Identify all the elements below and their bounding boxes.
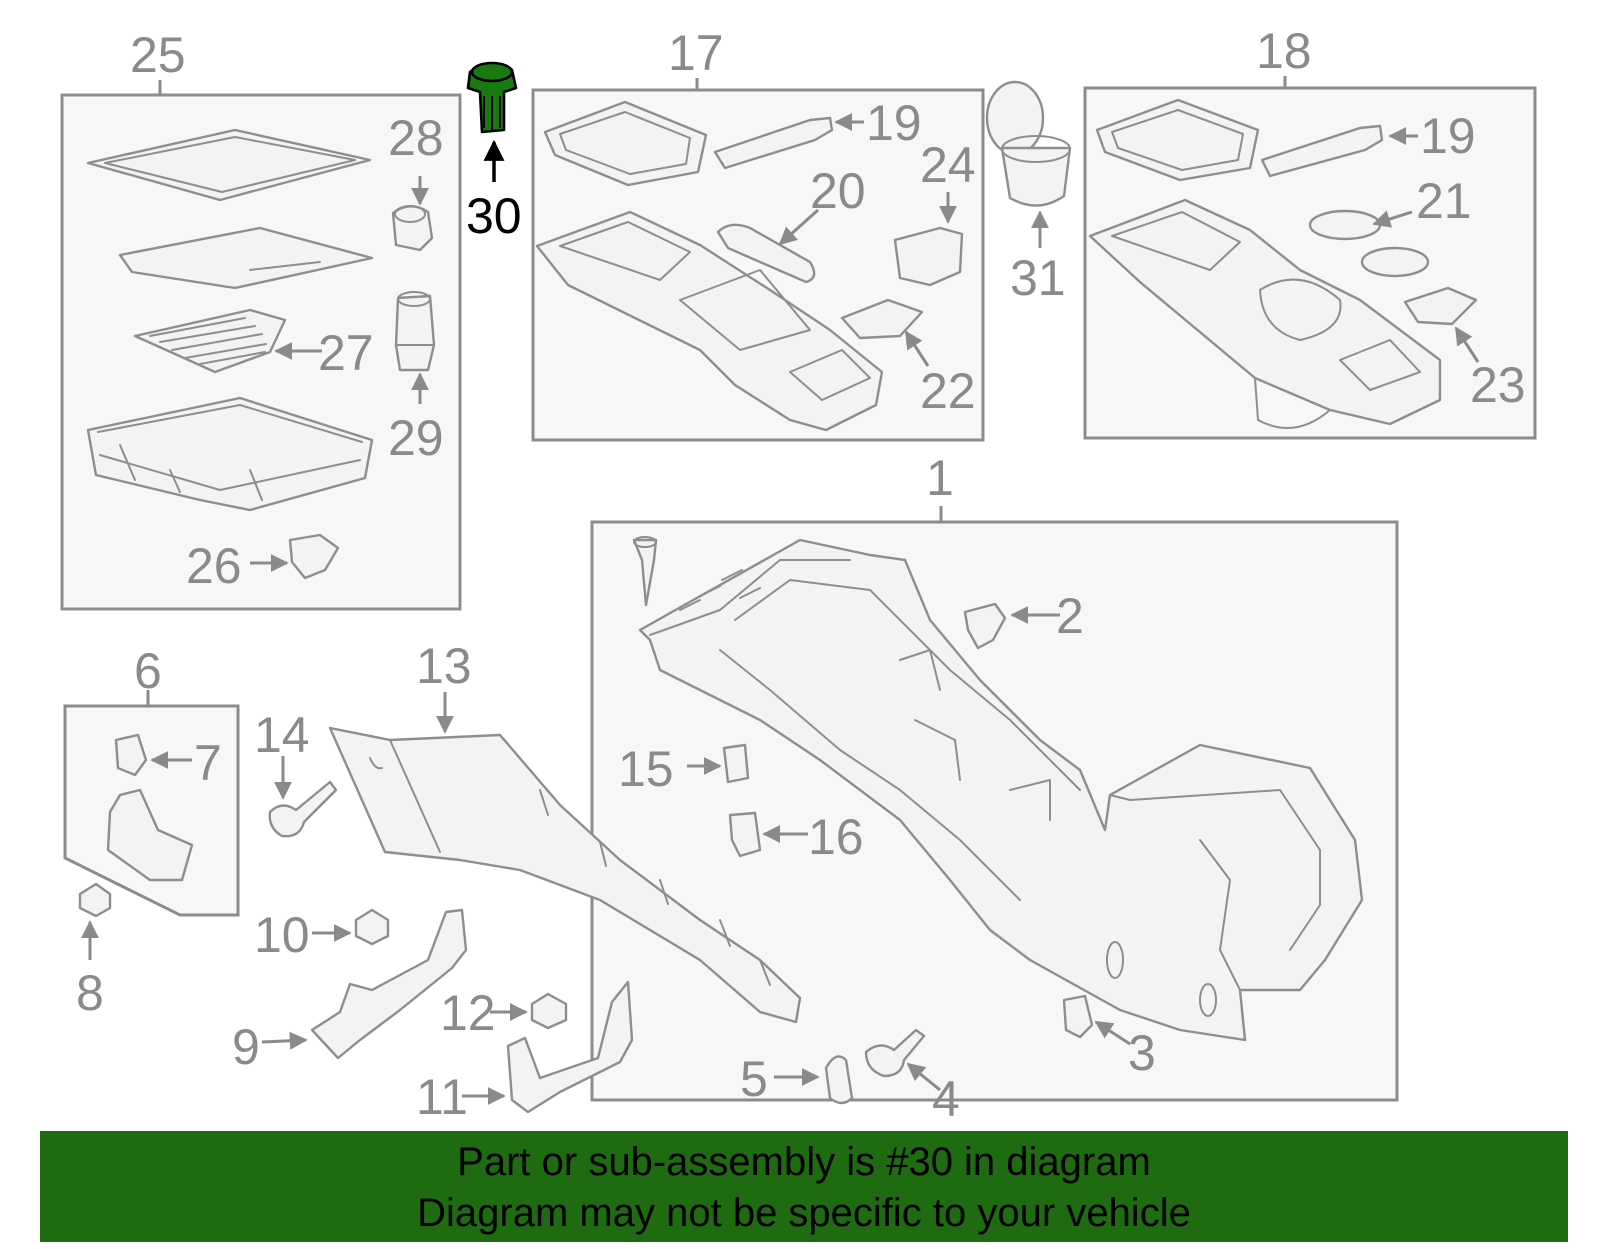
- part-6-bracket: [106, 788, 194, 882]
- group-box-17: [531, 78, 985, 442]
- part-18-bezel: [1095, 98, 1260, 182]
- callout-26: 26: [186, 538, 242, 594]
- part-20-insert: [716, 223, 816, 284]
- info-banner: Part or sub-assembly is #30 in diagram D…: [40, 1131, 1568, 1242]
- callout-9: 9: [232, 1019, 260, 1075]
- part-14-bolt: [268, 780, 338, 838]
- part-19-trim-strip: [713, 116, 834, 170]
- callout-25: 25: [130, 27, 186, 83]
- part-shifter-bezel: [543, 100, 708, 187]
- callout-19b: 19: [1420, 108, 1476, 164]
- group-box-1: [590, 506, 1399, 1102]
- callout-7: 7: [194, 735, 222, 791]
- callout-22: 22: [920, 363, 976, 419]
- part-2-clip: [963, 602, 1007, 650]
- part-26-clip: [288, 533, 340, 580]
- callout-19a: 19: [866, 95, 922, 151]
- callout-15: 15: [618, 741, 674, 797]
- callout-29: 29: [388, 410, 444, 466]
- callout-10: 10: [254, 907, 310, 963]
- callout-17: 17: [668, 25, 724, 81]
- banner-line-1: Part or sub-assembly is #30 in diagram: [457, 1140, 1151, 1184]
- callout-11: 11: [416, 1069, 468, 1125]
- callout-5: 5: [740, 1051, 768, 1107]
- part-27-mat: [133, 308, 287, 374]
- callout-3: 3: [1128, 1025, 1156, 1081]
- part-23-mat: [1403, 286, 1478, 326]
- part-screw: [632, 538, 658, 607]
- part-31-cup: [1000, 146, 1072, 207]
- callout-23: 23: [1470, 357, 1526, 413]
- highlighted-part-30: [466, 61, 518, 182]
- callout-labels: 25 28 27 29 26 30 17 19 20 24 22 31 18 1…: [76, 23, 1526, 1127]
- callout-6: 6: [134, 643, 162, 699]
- callout-16: 16: [808, 809, 864, 865]
- callout-18: 18: [1256, 23, 1312, 79]
- callout-2: 2: [1056, 588, 1084, 644]
- part-lid-pad: [118, 226, 374, 290]
- part-4-bolt: [864, 1028, 926, 1078]
- part-1-console-body: [638, 538, 1364, 1042]
- part-9-bracket: [310, 908, 468, 1060]
- part-13-trim-panel: [328, 726, 802, 1024]
- callout-30: 30: [466, 188, 522, 244]
- callout-31: 31: [1010, 250, 1066, 306]
- callout-21: 21: [1416, 173, 1472, 229]
- callout-12: 12: [440, 985, 496, 1041]
- part-21-ring-b: [1360, 246, 1430, 278]
- part-21-ring-a: [1308, 209, 1382, 241]
- group-part-31: [985, 80, 1072, 248]
- part-22-mat: [840, 298, 924, 340]
- part-armrest-lid: [86, 128, 372, 202]
- part-5-plug: [824, 1055, 854, 1105]
- part-29-socket: [394, 294, 436, 372]
- part-28-ring: [391, 205, 434, 252]
- callout-8: 8: [76, 965, 104, 1021]
- part-31-lid: [985, 80, 1045, 156]
- part-8-nut: [78, 882, 112, 918]
- group-box-18: [1083, 76, 1537, 440]
- part-7-clip: [114, 733, 148, 777]
- group-box-25: [60, 80, 462, 611]
- group-box-6: [63, 690, 240, 917]
- part-24-bracket: [893, 226, 964, 287]
- callout-27: 27: [318, 325, 374, 381]
- callout-13: 13: [416, 638, 472, 694]
- callout-1: 1: [926, 450, 954, 506]
- part-10-nut: [354, 908, 390, 946]
- part-3-clip: [1062, 994, 1094, 1039]
- part-11-bracket: [506, 980, 634, 1114]
- callout-20: 20: [810, 163, 866, 219]
- callout-14: 14: [254, 707, 310, 763]
- part-16-clip: [728, 811, 762, 858]
- part-armrest-base: [86, 396, 374, 512]
- part-15-nut: [722, 743, 750, 784]
- callout-24: 24: [920, 137, 976, 193]
- group-loose-parts: [78, 692, 941, 1114]
- part-18-trim-strip: [1260, 124, 1384, 178]
- callout-4: 4: [932, 1071, 960, 1127]
- part-12-nut: [530, 992, 568, 1030]
- banner-line-2: Diagram may not be specific to your vehi…: [417, 1191, 1191, 1235]
- callout-28: 28: [388, 110, 444, 166]
